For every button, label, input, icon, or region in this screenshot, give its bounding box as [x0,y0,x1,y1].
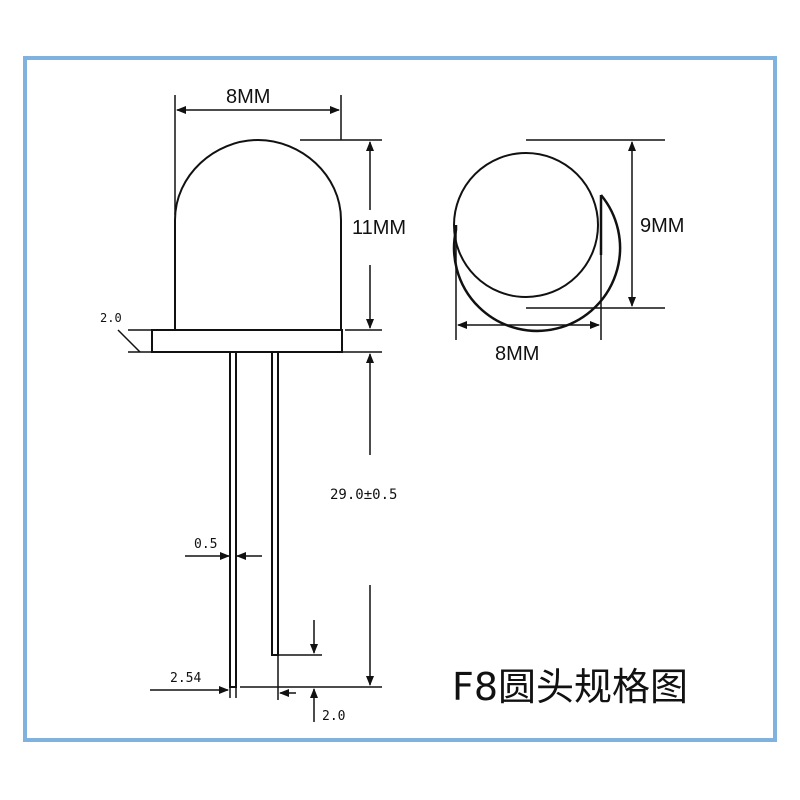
lead-spacing-dimension [150,665,237,698]
lead-length-dimension [240,351,382,688]
top-width-dimension [455,232,602,340]
front-height-dimension [300,139,382,331]
led-top-view [452,152,622,333]
led-flange [151,329,343,353]
flange-thickness-label: 2.0 [100,311,122,325]
lead-spacing-label: 2.54 [170,671,201,686]
front-width-label: 8MM [226,86,270,108]
led-top-outer-flange [452,194,622,333]
led-lead-right [271,351,279,656]
lead-thickness-label: 0.5 [194,537,217,552]
top-diameter-dimension [526,139,665,309]
led-front-view [151,138,343,688]
front-height-label: 11MM [352,217,406,239]
flange-thickness-dimension [117,329,152,353]
front-width-dimension [174,95,342,215]
outer-border [23,56,777,742]
diagram-caption: F8圆头规格图 [452,665,689,709]
top-width-label: 8MM [495,343,539,365]
top-diameter-label: 9MM [640,215,684,237]
led-top-inner-circle [453,152,599,298]
led-lead-left [229,351,237,688]
lead-length-label: 29.0±0.5 [330,487,397,503]
led-dome [174,138,342,331]
lead-step-dimension [277,620,322,722]
lead-step-label: 2.0 [322,709,345,724]
